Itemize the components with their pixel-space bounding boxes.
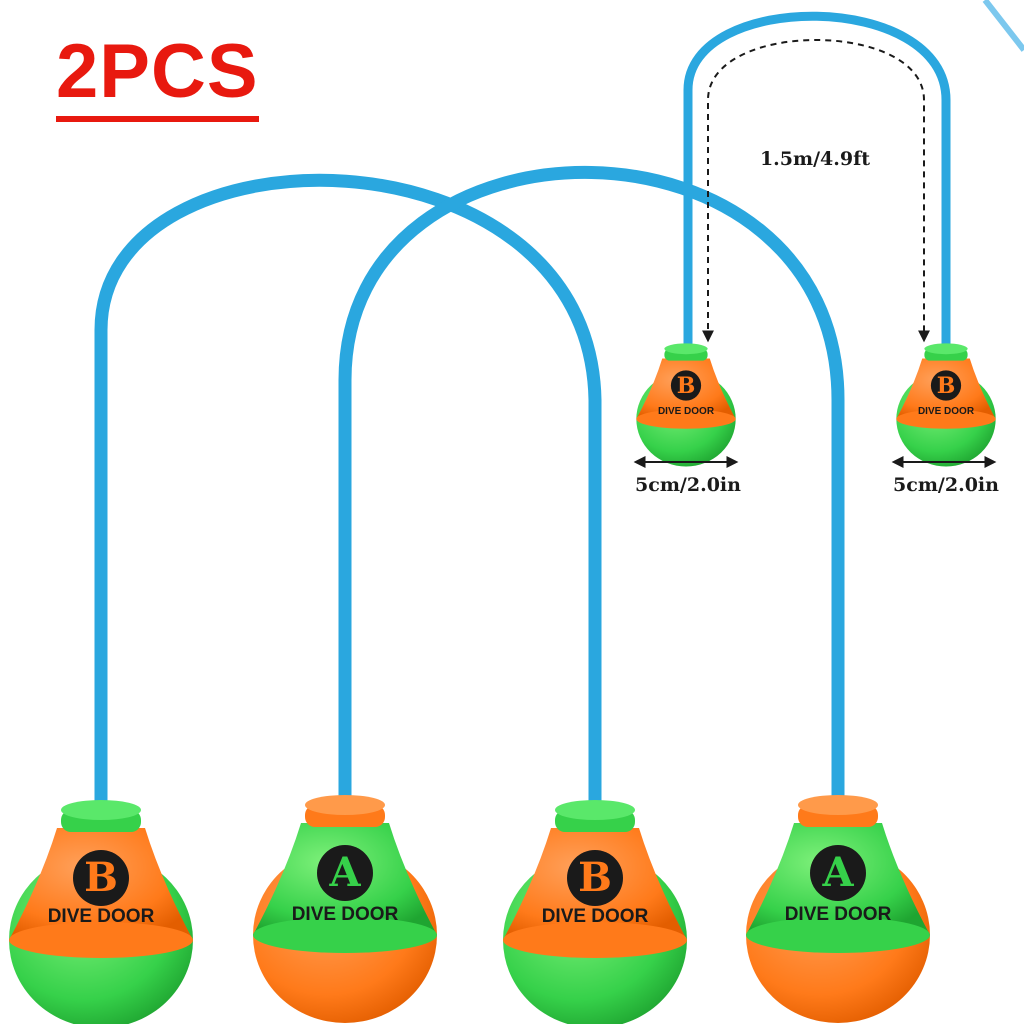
rope-length-arrow <box>702 39 930 343</box>
ball-letter: A <box>328 849 361 896</box>
ball-brand-label: DIVE DOOR <box>658 406 715 417</box>
ball-width-label: 5cm/2.0in <box>893 474 999 496</box>
ball-a-large-1 <box>253 795 437 1023</box>
ball-letter: B <box>937 373 956 399</box>
ball-width-label: 5cm/2.0in <box>635 474 741 496</box>
rope-small <box>683 11 951 360</box>
ball-brand-label: DIVE DOOR <box>785 904 892 925</box>
ball-brand-label: DIVE DOOR <box>48 906 155 927</box>
ball-letter: B <box>84 854 118 901</box>
ball-brand-label: DIVE DOOR <box>292 904 399 925</box>
ball-a-large-2 <box>746 795 930 1023</box>
rope-corner <box>982 0 1024 52</box>
ball-brand-label: DIVE DOOR <box>918 406 975 417</box>
ball-letter: B <box>677 373 696 399</box>
ball-b-small-1 <box>636 343 736 467</box>
ball-b-large-1 <box>9 800 193 1028</box>
ball-letter: B <box>578 854 612 901</box>
ball-brand-label: DIVE DOOR <box>542 906 649 927</box>
ball-letter: A <box>821 849 854 896</box>
ball-b-large-2 <box>503 800 687 1028</box>
rope-length-label: 1.5m/4.9ft <box>760 148 870 170</box>
rope-large-2 <box>338 165 845 822</box>
rope-large-1 <box>94 173 602 822</box>
ball-b-small-2 <box>896 343 996 467</box>
package-count-label: 2PCS <box>56 30 259 122</box>
